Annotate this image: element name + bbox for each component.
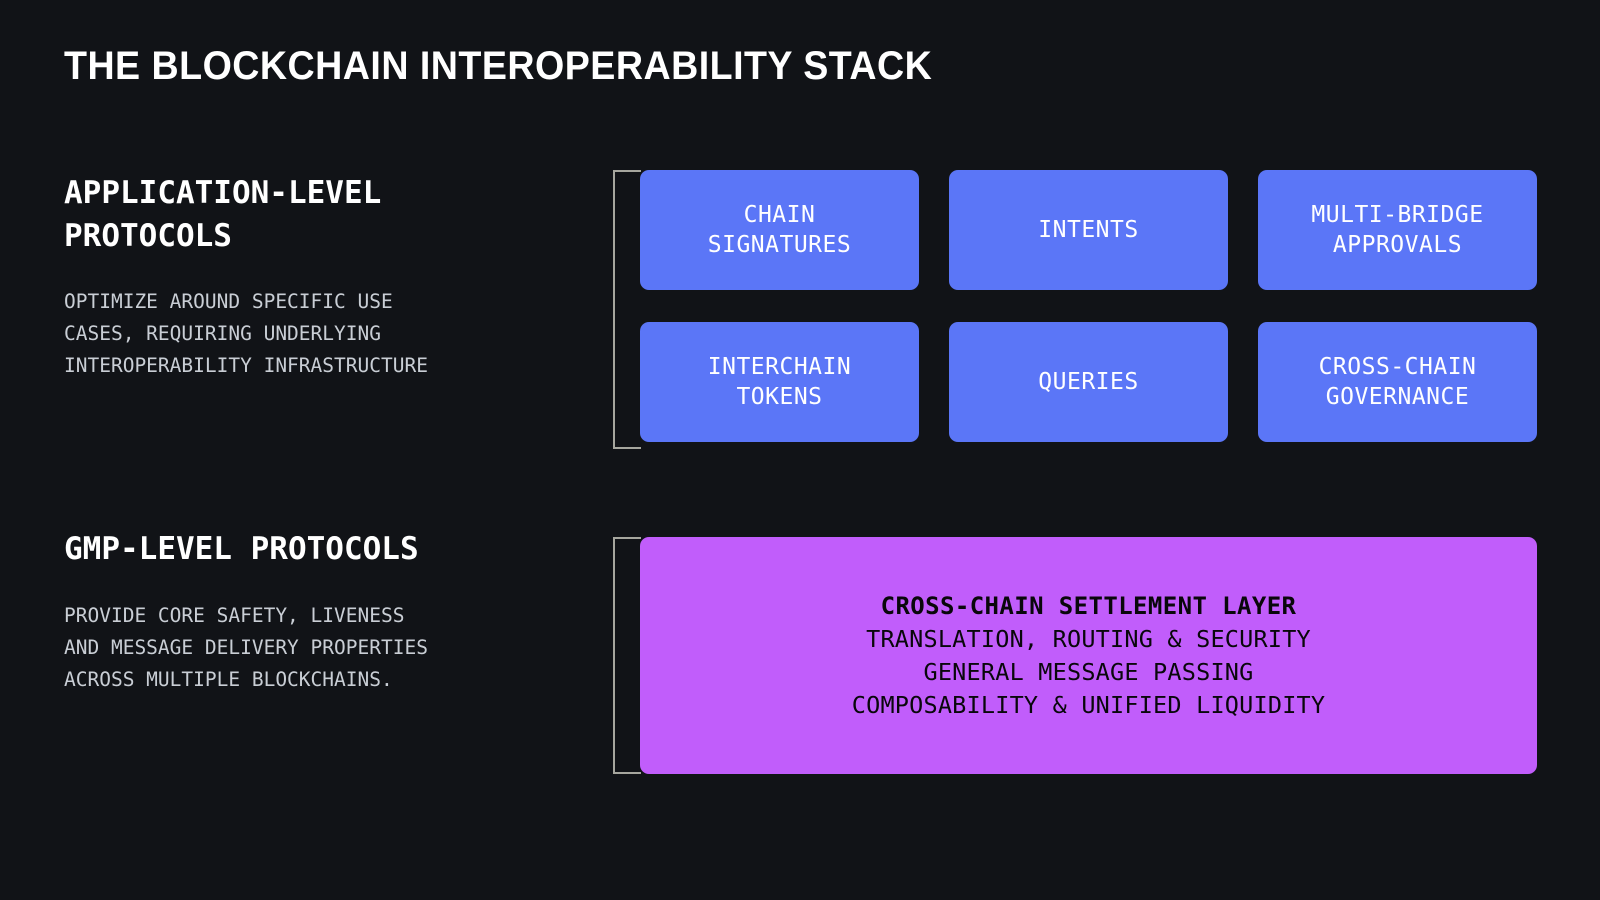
settlement-panel-line-1: TRANSLATION, ROUTING & SECURITY [866, 624, 1311, 653]
settlement-panel-title: CROSS-CHAIN SETTLEMENT LAYER [880, 591, 1297, 620]
settlement-panel-line-3: COMPOSABILITY & UNIFIED LIQUIDITY [851, 690, 1326, 719]
application-protocol-card-grid: CHAIN SIGNATURES INTENTS MULTI-BRIDGE AP… [640, 170, 1537, 442]
card-interchain-tokens[interactable]: INTERCHAIN TOKENS [640, 322, 919, 442]
bracket-gmp-level [613, 537, 641, 774]
card-multi-bridge-approvals[interactable]: MULTI-BRIDGE APPROVALS [1258, 170, 1537, 290]
card-chain-signatures[interactable]: CHAIN SIGNATURES [640, 170, 919, 290]
section-heading-application-level: APPLICATION-LEVEL PROTOCOLS [64, 175, 382, 254]
card-queries[interactable]: QUERIES [949, 322, 1228, 442]
section-heading-gmp-level: GMP-LEVEL PROTOCOLS [64, 531, 419, 567]
settlement-panel-line-2: GENERAL MESSAGE PASSING [923, 657, 1254, 686]
card-intents[interactable]: INTENTS [949, 170, 1228, 290]
page-title: THE BLOCKCHAIN INTEROPERABILITY STACK [64, 44, 933, 88]
section-description-gmp-level: PROVIDE CORE SAFETY, LIVENESS AND MESSAG… [64, 604, 428, 691]
cross-chain-settlement-layer-panel[interactable]: CROSS-CHAIN SETTLEMENT LAYER TRANSLATION… [640, 537, 1537, 774]
card-cross-chain-governance[interactable]: CROSS-CHAIN GOVERNANCE [1258, 322, 1537, 442]
bracket-application-level [613, 170, 641, 449]
section-description-application-level: OPTIMIZE AROUND SPECIFIC USE CASES, REQU… [64, 290, 428, 377]
